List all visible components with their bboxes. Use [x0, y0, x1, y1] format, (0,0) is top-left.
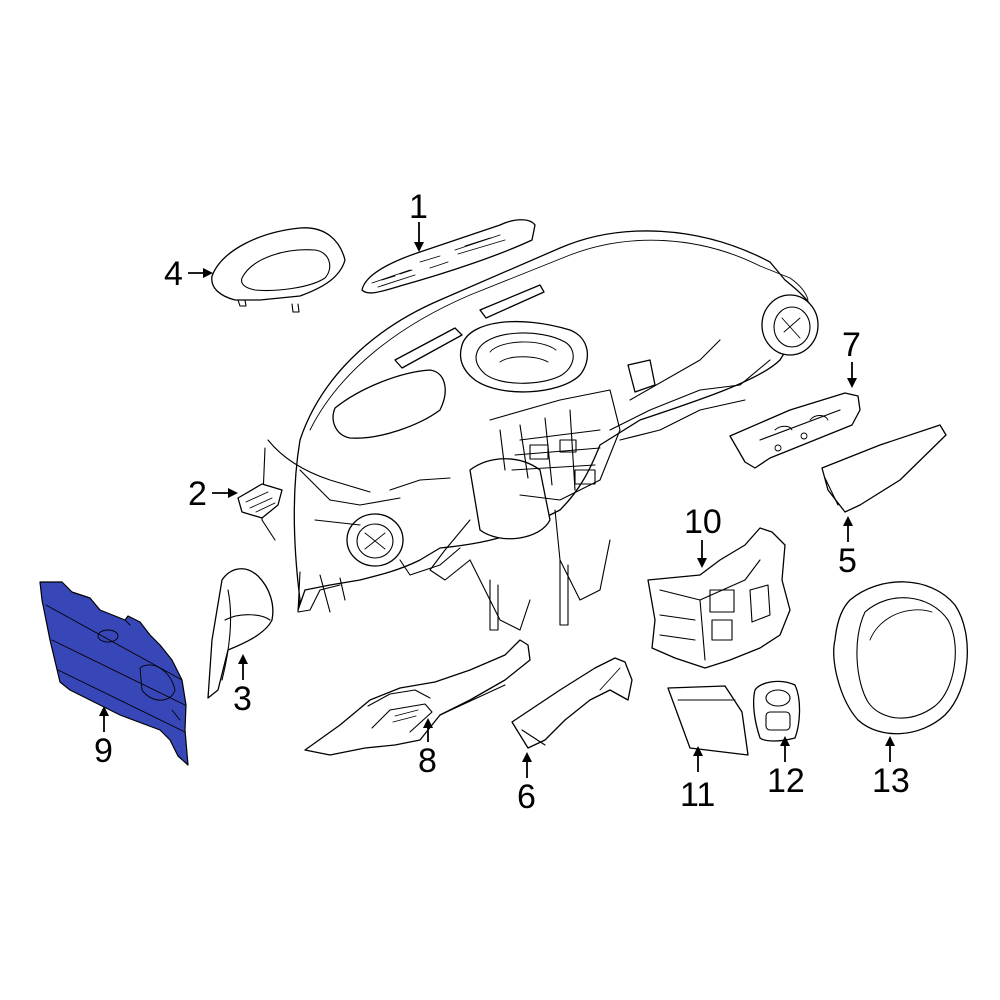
- callout-label-2: 2: [188, 475, 207, 513]
- part-13-vent-ring: [833, 581, 968, 735]
- part-9-glove-box: [39, 581, 189, 766]
- part-12-switch: [753, 680, 801, 742]
- part-1-defroster-grille: [361, 219, 536, 294]
- callout-2: 2: [188, 475, 238, 513]
- callout-11: 11: [680, 746, 715, 814]
- callout-label-9: 9: [94, 732, 113, 770]
- callout-10: 10: [684, 503, 722, 568]
- callout-9: 9: [94, 706, 113, 770]
- dashboard-assembly: [261, 230, 819, 631]
- callout-label-4: 4: [164, 255, 183, 293]
- callout-5: 5: [838, 516, 857, 580]
- callout-label-13: 13: [872, 762, 910, 800]
- callout-label-1: 1: [409, 188, 428, 226]
- callout-label-3: 3: [233, 680, 252, 718]
- callout-3: 3: [233, 654, 252, 718]
- callout-label-5: 5: [838, 542, 857, 580]
- part-7-right-vent-trim: [729, 392, 861, 469]
- callout-label-6: 6: [517, 778, 536, 816]
- part-6-column-trim: [511, 657, 633, 749]
- callout-label-7: 7: [842, 326, 861, 364]
- callout-6: 6: [517, 752, 536, 816]
- callout-label-12: 12: [767, 762, 805, 800]
- part-3-end-panel: [207, 568, 274, 699]
- part-4-cluster-bezel: [211, 227, 346, 313]
- callout-label-8: 8: [418, 742, 437, 780]
- part-2-vent-louver: [237, 483, 283, 519]
- callout-label-11: 11: [680, 776, 715, 814]
- callout-group: 1 2 3 4 5 6 7: [94, 188, 910, 816]
- callout-13: 13: [872, 736, 910, 800]
- callout-label-10: 10: [684, 503, 722, 541]
- part-10-center-bracket: [647, 527, 791, 669]
- callout-8: 8: [418, 718, 437, 780]
- callout-1: 1: [409, 188, 428, 252]
- part-11-console-trim: [667, 685, 749, 756]
- callout-12: 12: [767, 736, 805, 800]
- callout-4: 4: [164, 255, 213, 293]
- part-8-lower-trim-panel: [304, 639, 531, 756]
- part-5-side-trim-strip: [821, 424, 947, 513]
- callout-7: 7: [842, 326, 861, 388]
